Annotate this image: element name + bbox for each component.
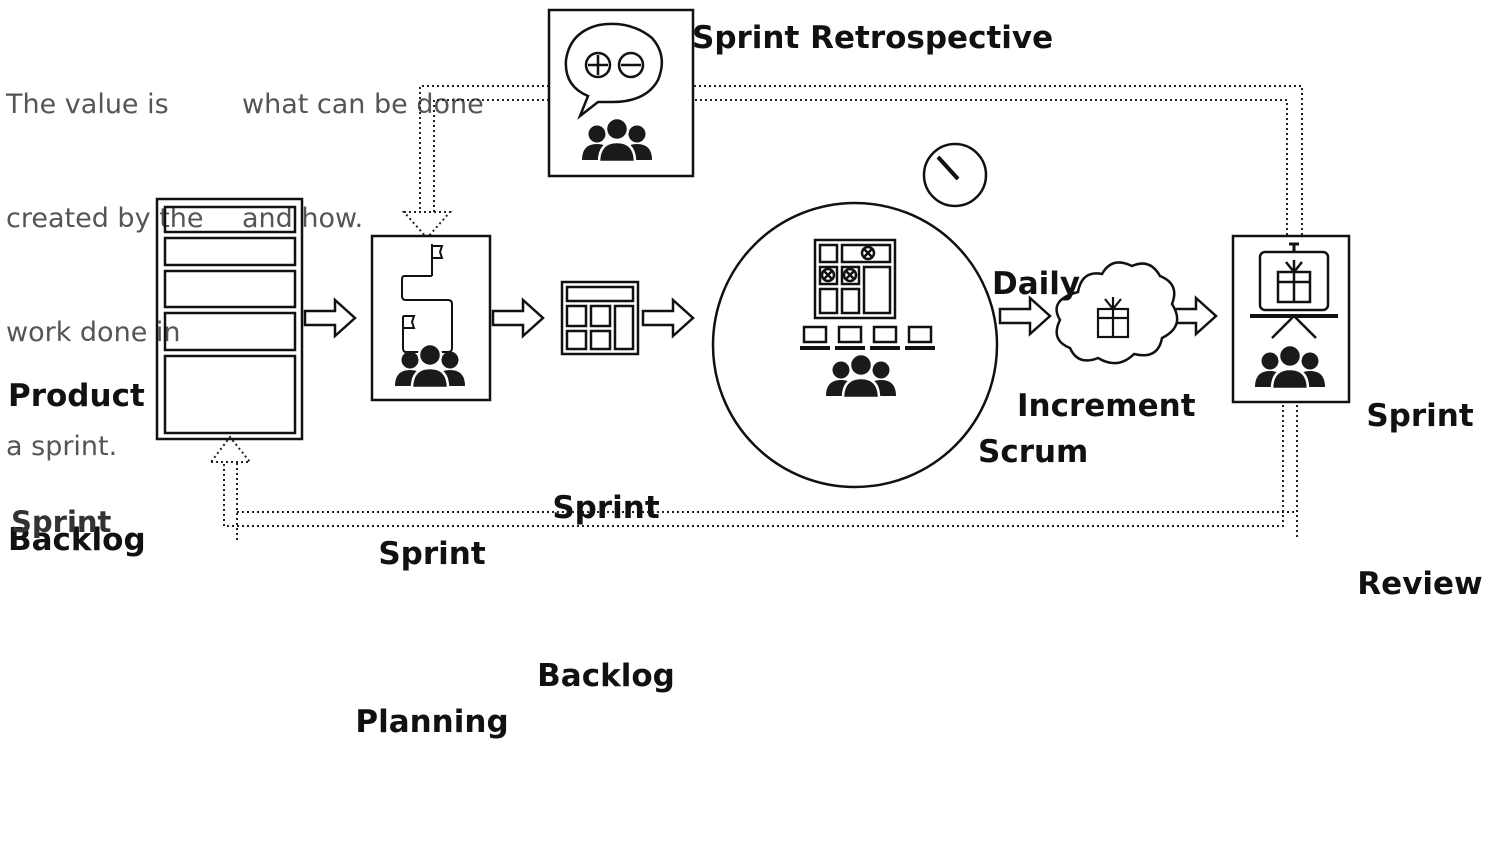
plan-note-line-1: what can be done (242, 89, 484, 120)
sprint-planning-label-line-2: Planning (355, 704, 509, 740)
speech-bubble-icon (564, 22, 664, 120)
product-backlog-label-line-1: Product (8, 378, 145, 414)
feedback-loop (223, 85, 1303, 540)
sprint-planning-label: Sprint Planning (355, 414, 508, 862)
product-backlog-label: Product Backlog (8, 276, 146, 660)
sprint-retrospective-label: Sprint Retrospective (692, 20, 1054, 56)
sprint-planning-label-line-1: Sprint (378, 536, 486, 572)
value-note-line-3: work done in (6, 317, 181, 348)
increment-label: Increment (1017, 388, 1196, 424)
sprint-backlog-label-line-1: Sprint (552, 490, 660, 526)
daily-scrum-label-line-2: Scrum (978, 434, 1089, 470)
arrowhead-to-planning (401, 211, 453, 240)
value-note-line-4: a sprint. (6, 431, 118, 462)
task-board-icon (813, 238, 897, 320)
arrowhead-to-product-backlog (208, 435, 253, 463)
gift-icon (1096, 297, 1130, 339)
cloud-icon (1055, 261, 1179, 365)
flag-path-icon (401, 244, 453, 353)
sprint-review-label-line-1: Sprint (1366, 398, 1474, 434)
sprint-backlog-label-line-2: Backlog (537, 658, 675, 694)
sprint-review-label: Sprint Review (1357, 276, 1482, 724)
arrow-sprint-backlog-to-sprint (641, 298, 695, 338)
arrow-planning-to-sprint-backlog (491, 298, 545, 338)
value-note-line-1: The value is (6, 89, 169, 120)
product-backlog-stack (155, 197, 304, 441)
presentation-board-icon (1250, 242, 1338, 339)
plus-minus-icon (584, 51, 645, 79)
sprint-review-label-line-2: Review (1357, 566, 1483, 602)
arrow-backlog-to-planning (303, 298, 357, 338)
daily-scrum-label-line-1: Daily (992, 266, 1081, 302)
daily-scrum-label: Daily Scrum (978, 144, 1088, 592)
timer-icon (922, 142, 988, 208)
sprint-backlog-label: Sprint Backlog (537, 368, 675, 816)
diagram-graphics (155, 8, 1351, 540)
plan-note: what can be done and how. (242, 10, 484, 314)
laptop-row-icon (800, 325, 935, 350)
sprint-circle (711, 201, 999, 489)
scrum-diagram: The value is created by the work done in… (6, 8, 1483, 740)
bottom-cut-label: Sprint (11, 505, 112, 539)
task-board-icon (560, 280, 640, 356)
